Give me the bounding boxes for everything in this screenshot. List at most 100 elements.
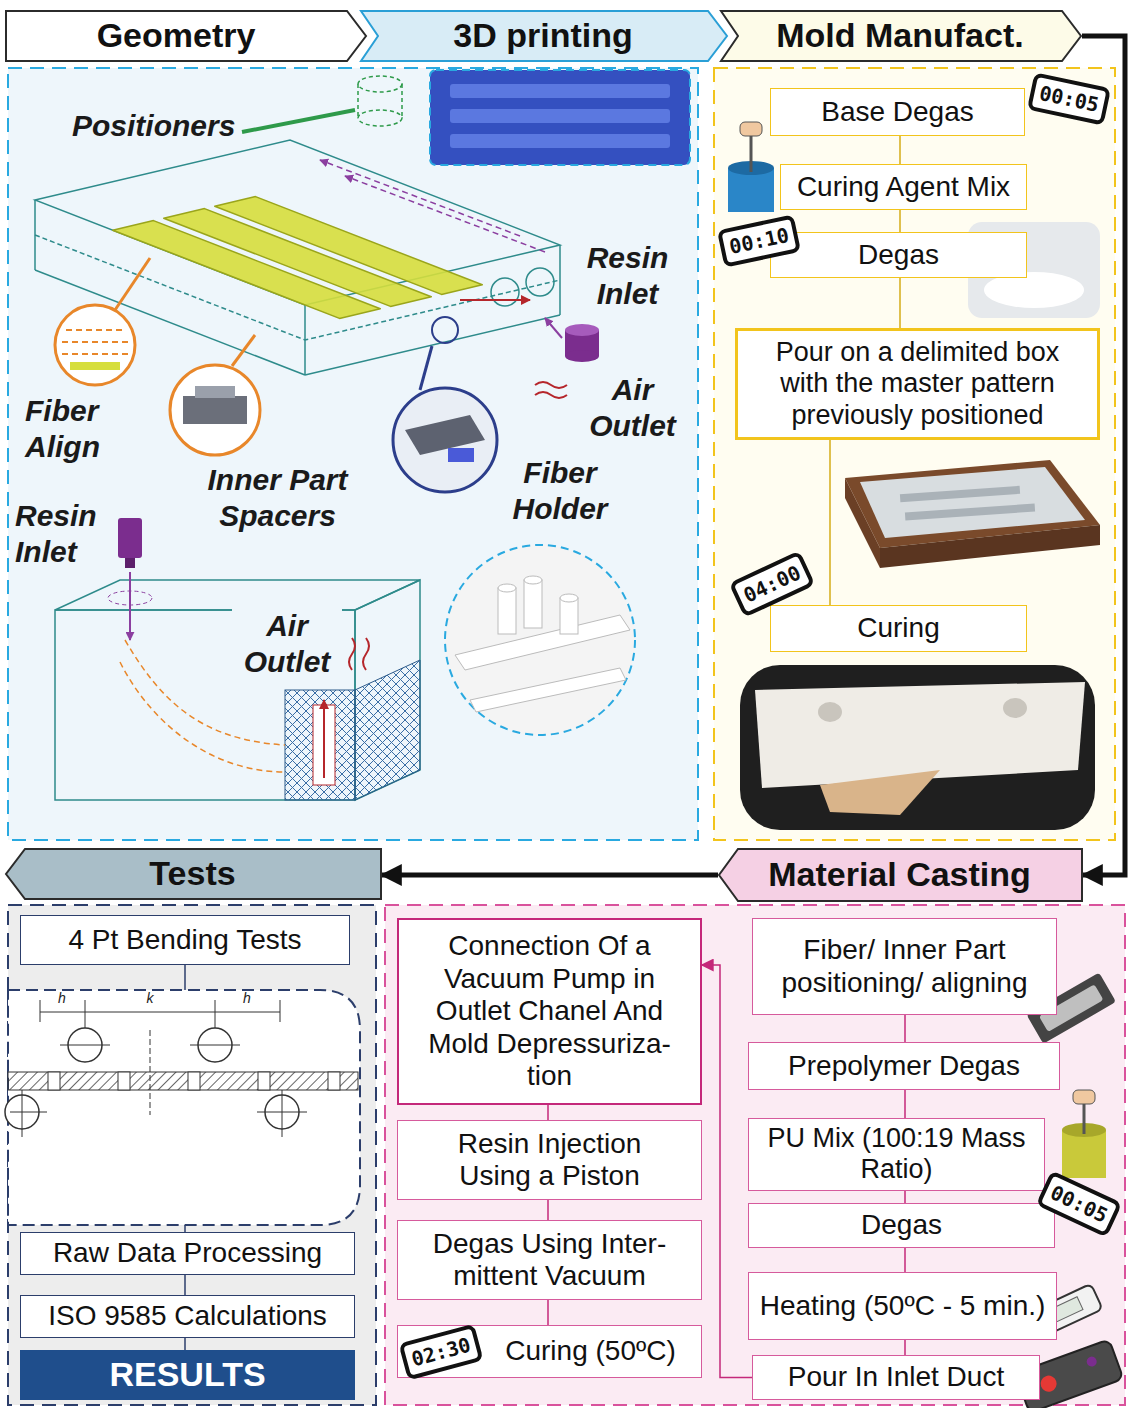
geometry-panel [8,68,698,840]
inner-parts [215,197,483,295]
node-text: ISO 9585 Calculations [48,1300,327,1332]
stage-header: Geometry [5,10,367,62]
part-render [524,580,542,628]
process-step: Degas [770,232,1027,278]
flow-arrows [535,382,567,398]
mold-box-render [905,503,1035,520]
process-step: Connection Of a Vacuum Pump in Outlet Ch… [397,918,702,1105]
mold-section [355,660,420,800]
print-photo [450,109,670,123]
part-render [498,584,516,592]
mold-geometry-3d [305,315,560,375]
resin-inlet-cylinder [565,324,599,336]
node-text: Base Degas [821,96,974,128]
mold-box-render [900,486,1020,502]
bending-test-drawing [48,1072,60,1090]
mold-section [323,700,325,778]
connector [547,1105,549,1120]
mold-box-render [845,478,880,568]
connector [184,1275,186,1295]
connector [904,1340,906,1355]
node-text: Connection Of a Vacuum Pump in Outlet Ch… [409,930,690,1092]
tests-panel [8,905,376,1405]
process-step: Curing Agent Mix [780,164,1027,210]
positioner [358,76,402,126]
shape-outline [721,11,1081,61]
hot-plate-icon [1085,1355,1098,1368]
mold-section [349,638,355,670]
spacer-zoom [170,335,260,455]
casting-panel [385,905,1125,1405]
dimension-label: h [237,990,257,1006]
result-box: RESULTS [20,1350,355,1400]
print-photo [430,70,690,165]
fiber-holder-zoom [393,317,497,492]
part-render [560,598,578,634]
inner-parts [113,197,483,319]
bending-test-drawing [8,1072,358,1090]
node-text: Resin Injection Using a Piston [430,1128,670,1193]
positioner [401,84,403,118]
bending-test-drawing [258,1072,270,1090]
mold-section [285,690,355,800]
print-photo [430,70,690,165]
node-text: Curing Agent Mix [797,171,1010,203]
callout-label: Resin Inlet [570,240,685,312]
dimension-label: k [140,990,160,1006]
fiber-align-zoom [55,258,150,385]
stage-header: Tests [5,848,382,900]
bending-test-drawing [150,1030,151,1115]
resin-inlet-cylinder [565,324,599,362]
mold-photo [755,682,1085,788]
mold-photo [818,702,842,722]
process-step: Pour In Inlet Duct [752,1355,1040,1400]
dimension-label: h [52,990,72,1006]
stage-header: 3D printing [360,10,728,62]
shape-outline [6,11,366,61]
fiber-align-zoom [55,305,135,385]
part-render [445,545,635,735]
mold-box-render [880,525,1100,568]
print-photo [450,134,670,148]
leader-line [242,110,355,132]
bending-test-drawing [282,1090,283,1137]
node-text: Pour In Inlet Duct [788,1361,1004,1393]
part-render [524,576,542,584]
node-text: Mold Manufact. [776,16,1023,55]
bending-test-drawing [60,1045,110,1046]
mix-icon [728,122,774,212]
bending-test-drawing [40,1012,280,1013]
fiber-align-zoom [62,341,128,343]
node-text: Degas [861,1209,942,1241]
mix-icon [1073,1090,1095,1104]
callout-label: Air Outlet [232,608,342,680]
part-render [498,588,516,634]
node-text: Degas [858,239,939,271]
node-text: Material Casting [768,855,1031,894]
bending-test-drawing [328,1072,340,1090]
spacer-zoom [170,365,260,455]
process-step: ISO 9585 Calculations [20,1295,355,1338]
process-step: Fiber/ Inner Part positioning/ aligning [752,918,1057,1015]
flow-arrows [545,318,562,338]
spacer-zoom [183,396,247,424]
mix-icon [1062,1130,1106,1178]
bending-test-drawing [8,990,360,1225]
node-text: Tests [149,854,235,893]
connector [829,440,831,605]
spacer-zoom [195,386,235,398]
flow-arrows [345,176,545,252]
node-text: Curing (50ºC) [505,1335,676,1367]
process-step: Heating (50ºC - 5 min.) [748,1272,1057,1340]
mold-photo [740,665,1095,830]
bending-test-drawing [190,1045,240,1046]
node-text: Geometry [97,16,256,55]
process-step: Resin Injection Using a Piston [397,1120,702,1200]
callout-label: Air Outlet [580,372,685,444]
bending-test-drawing [5,990,360,1225]
flow-arrows [320,160,567,398]
print-photo [430,70,690,165]
connector [702,965,752,1378]
mold-box-render [845,460,1100,568]
connector [899,278,901,328]
